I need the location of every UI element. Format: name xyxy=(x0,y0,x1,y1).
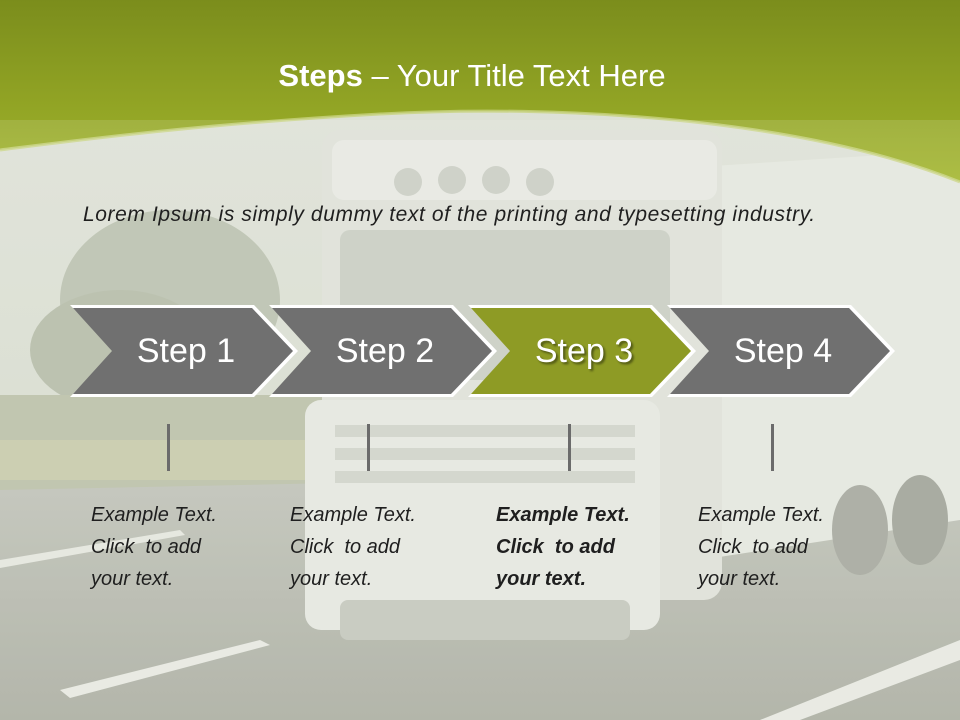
step-3-label: Step 3 xyxy=(534,332,634,370)
intro-text[interactable]: Lorem Ipsum is simply dummy text of the … xyxy=(83,203,816,226)
title-rest: – Your Title Text Here xyxy=(362,58,666,93)
step-1-label: Step 1 xyxy=(136,332,236,370)
title-bold: Steps xyxy=(278,58,363,93)
step-1-connector xyxy=(167,424,170,471)
slide-title[interactable]: Steps – Your Title Text Here xyxy=(0,56,944,96)
step-4-chevron[interactable]: Step 4 xyxy=(667,303,895,399)
step-3-description[interactable]: Example Text. Click to add your text. xyxy=(496,499,666,595)
desc-line: Click to add xyxy=(496,536,615,558)
desc-line: Click to add xyxy=(91,536,202,558)
desc-line: Example Text. xyxy=(290,504,416,526)
step-2-label: Step 2 xyxy=(335,332,435,370)
desc-line: Example Text. xyxy=(496,504,630,526)
desc-line: Example Text. xyxy=(698,504,824,526)
step-2-chevron[interactable]: Step 2 xyxy=(269,303,497,399)
desc-line: Click to add xyxy=(290,536,401,558)
desc-line: Click to add xyxy=(698,536,809,558)
desc-line: your text. xyxy=(698,568,781,590)
desc-line: your text. xyxy=(496,568,587,590)
step-2-description[interactable]: Example Text. Click to add your text. xyxy=(290,499,460,595)
step-1-description[interactable]: Example Text. Click to add your text. xyxy=(91,499,261,595)
step-4-description[interactable]: Example Text. Click to add your text. xyxy=(698,499,868,595)
step-1-chevron[interactable]: Step 1 xyxy=(70,303,298,399)
step-4-connector xyxy=(771,424,774,471)
step-4-label: Step 4 xyxy=(733,332,833,370)
desc-line: your text. xyxy=(91,568,174,590)
step-3-connector xyxy=(568,424,571,471)
desc-line: Example Text. xyxy=(91,504,217,526)
step-3-chevron[interactable]: Step 3 xyxy=(468,303,696,399)
desc-line: your text. xyxy=(290,568,373,590)
step-2-connector xyxy=(367,424,370,471)
